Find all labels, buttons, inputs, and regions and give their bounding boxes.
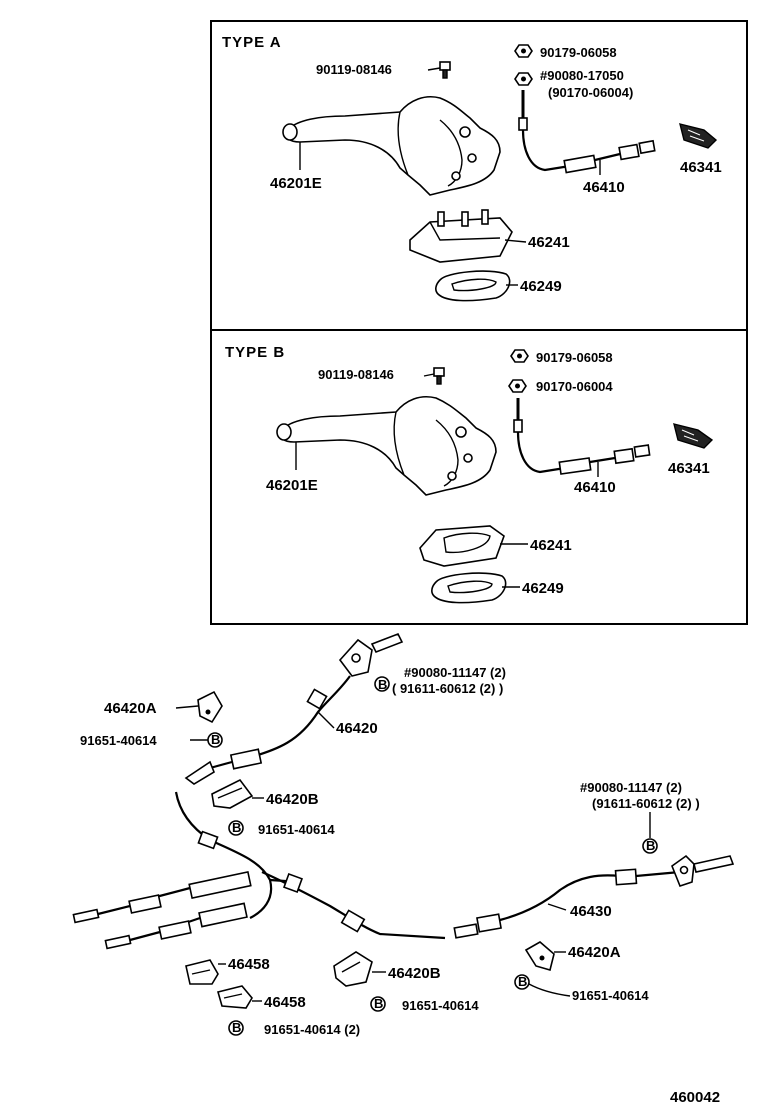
bolt-right-symbol	[642, 838, 658, 854]
clamp-46420b-upper-label: 46420B	[266, 791, 319, 808]
bolt-bottom-label: 91651-40614 (2)	[264, 1022, 360, 1037]
type-b-boot-drawing	[431, 572, 507, 604]
type-a-clip-drawing	[679, 123, 718, 149]
clamp-46420b-upper-drawing	[211, 778, 254, 809]
type-a-clip-label: 46341	[680, 159, 722, 176]
type-a-cable-label: 46410	[583, 179, 625, 196]
type-a-nut1-label: 90179-06058	[540, 45, 617, 60]
clamp-46420a-right-label: 46420A	[568, 944, 621, 961]
type-a-header: TYPE A	[222, 34, 282, 51]
type-a-bracket-label: 46241	[528, 234, 570, 251]
clamp-46420a-left-label: 46420A	[104, 700, 157, 717]
type-b-bolt-label: 90119-08146	[318, 367, 394, 382]
bolt-left-symbol	[207, 732, 223, 748]
clip-46458-upper-drawing	[185, 959, 219, 985]
type-b-bracket-label: 46241	[530, 537, 572, 554]
clamp-46420b-lower-drawing	[333, 951, 373, 987]
bolt-right-lower-symbol	[514, 974, 530, 990]
type-a-boot-label: 46249	[520, 278, 562, 295]
type-b-cable-label: 46410	[574, 479, 616, 496]
type-b-bracket-drawing	[419, 525, 505, 567]
type-a-panel: TYPE A 90119-08146 90179-06058 #90080-17…	[222, 34, 722, 302]
type-b-lever-label: 46201E	[266, 477, 318, 494]
type-b-nut2-label: 90170-06004	[536, 379, 613, 394]
type-a-bolt-label: 90119-08146	[316, 62, 392, 77]
type-a-bracket-leader	[504, 239, 527, 243]
type-a-nut-drawing	[514, 44, 533, 86]
bolt-left-symbol-letter: B	[211, 732, 220, 747]
bolt-top-alt-label: ( 91611-60612 (2) )	[392, 681, 503, 696]
type-b-cable-drawing	[513, 398, 651, 475]
type-panels-frame	[210, 20, 748, 625]
bolt-right-symbol-letter: B	[646, 838, 655, 853]
cable-46420-leader	[317, 711, 335, 729]
clamp-46420b-lower-label: 46420B	[388, 965, 441, 982]
type-a-nut2-label: #90080-17050	[540, 68, 624, 83]
bolt-top-symbol	[374, 676, 390, 692]
clamp-46420a-right-drawing	[524, 941, 555, 971]
bolt-b-lower-symbol	[370, 996, 386, 1012]
bolt-b-lower-symbol-letter: B	[374, 996, 383, 1011]
type-a-bolt-drawing	[427, 61, 451, 79]
cable-46430-label: 46430	[570, 903, 612, 920]
cable-46430-drawing	[453, 854, 735, 939]
type-b-panel: TYPE B 90119-08146 90179-06058 90170-060…	[225, 344, 714, 604]
type-a-boot-drawing	[435, 270, 511, 302]
clip-46458-upper-label: 46458	[228, 956, 270, 973]
type-b-header: TYPE B	[225, 344, 285, 361]
type-b-boot-label: 46249	[522, 580, 564, 597]
bolt-top-symbol-letter: B	[378, 677, 387, 692]
bolt-right-lower-leader	[528, 983, 571, 997]
cable-46430-leader	[547, 903, 567, 911]
bolt-b-upper-label: 91651-40614	[258, 822, 335, 837]
clamp-46420a-left-leader	[175, 705, 199, 709]
bolt-top-label: #90080-11147 (2)	[404, 665, 506, 680]
crossover-cables-drawing	[72, 791, 446, 950]
lower-cable-assembly: 46420 B #90080-11147 (2) ( 91611-60612 (…	[72, 632, 735, 1037]
bolt-right-label: #90080-11147 (2)	[580, 780, 682, 795]
type-a-bracket-drawing	[409, 209, 513, 263]
bolt-right-alt-label: (91611-60612 (2) )	[592, 796, 700, 811]
type-b-clip-label: 46341	[668, 460, 710, 477]
type-a-lever-drawing	[282, 96, 501, 196]
bolt-right-lower-label: 91651-40614	[572, 988, 649, 1003]
type-b-nut-drawing	[508, 349, 529, 393]
type-b-lever-drawing	[276, 396, 497, 496]
clip-46458-lower-label: 46458	[264, 994, 306, 1011]
cable-46420-drawing	[184, 632, 404, 785]
cable-46420-label: 46420	[336, 720, 378, 737]
type-a-nut2-alt-label: (90170-06004)	[548, 85, 633, 100]
type-b-clip-drawing	[673, 423, 714, 449]
type-b-nut1-label: 90179-06058	[536, 350, 613, 365]
bolt-right-lower-symbol-letter: B	[518, 974, 527, 989]
clamp-46420a-left-drawing	[197, 690, 223, 724]
type-a-cable-drawing	[518, 90, 656, 174]
bolt-b-upper-symbol-letter: B	[232, 820, 241, 835]
bolt-b-upper-symbol	[228, 820, 244, 836]
bolt-bottom-symbol	[228, 1020, 244, 1036]
bolt-left-label: 91651-40614	[80, 733, 157, 748]
type-b-bolt-drawing	[423, 367, 445, 385]
type-a-lever-label: 46201E	[270, 175, 322, 192]
clip-46458-lower-drawing	[217, 985, 253, 1009]
bolt-bottom-symbol-letter: B	[232, 1020, 241, 1035]
bolt-b-lower-label: 91651-40614	[402, 998, 479, 1013]
figure-number: 460042	[670, 1089, 720, 1106]
